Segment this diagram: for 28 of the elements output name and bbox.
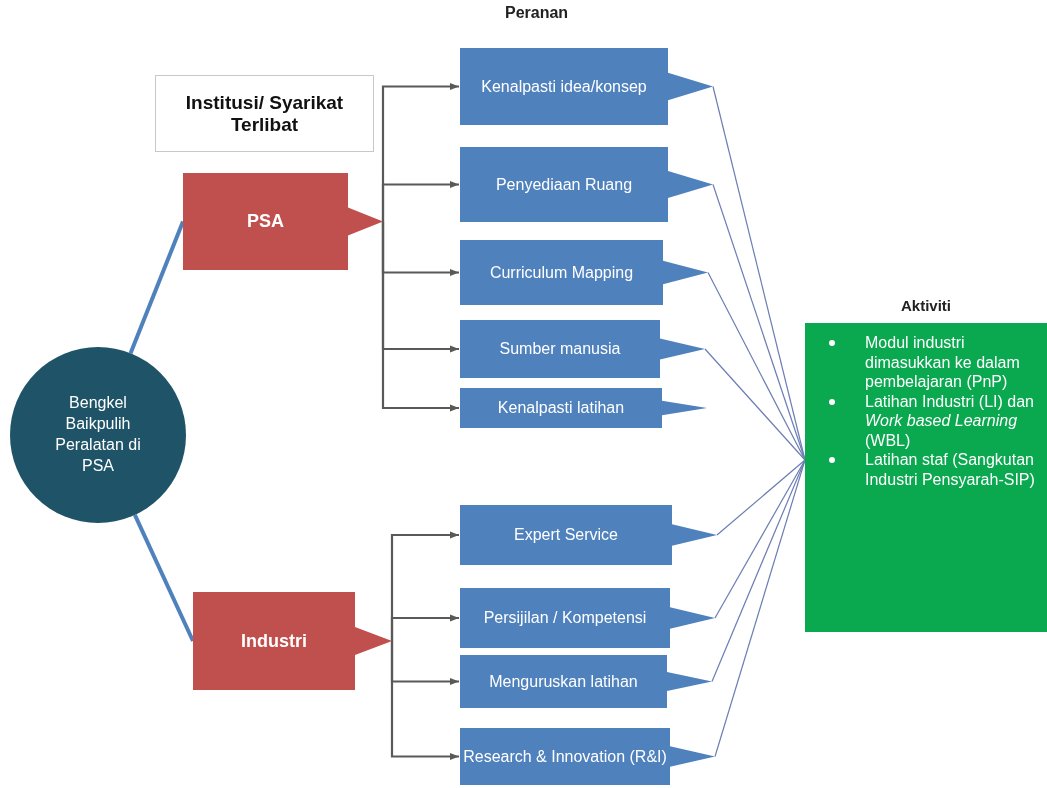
connector-line: [704, 348, 806, 461]
bullet-text: Latihan staf (Sangkutan Industri Pensyarah-SIP): [865, 450, 1036, 490]
bullet-text: Latihan Industri (LI) dan Work based Learning (WBL): [865, 391, 1035, 451]
column-heading: Peranan: [505, 4, 569, 22]
institution-text: Industri: [241, 629, 307, 653]
arrow: [381, 180, 459, 222]
connector-line: [716, 459, 806, 536]
panel-heading: Aktiviti: [901, 296, 951, 316]
heading-box: [155, 75, 374, 152]
connector-line: [133, 514, 195, 642]
connector-line: [714, 459, 806, 619]
role-text: Kenalpasti idea/konsep: [481, 76, 647, 97]
connector-line: [128, 220, 185, 354]
role-text: Research & Innovation (R&I): [463, 746, 667, 767]
arrow: [390, 641, 459, 761]
role-text: Sumber manusia: [499, 339, 621, 360]
role-text: Persijilan / Kompetensi: [483, 608, 647, 629]
role-text: Menguruskan latihan: [489, 671, 638, 692]
institution-text: PSA: [247, 210, 284, 234]
arrow: [390, 614, 459, 641]
role-text: Penyediaan Ruang: [495, 174, 633, 195]
circle-text: Bengkel Baikpulih Peralatan di PSA: [54, 393, 142, 476]
heading-text: Institusi/ Syarikat Terlibat: [184, 91, 345, 136]
arrow: [381, 221, 459, 412]
bullet-text: Modul industri dimasukkan ke dalam pembelajaran (PnP): [865, 333, 1021, 392]
role-text: Curriculum Mapping: [489, 262, 634, 283]
role-text: Expert Service: [513, 525, 618, 546]
role-text: Kenalpasti latihan: [497, 398, 625, 419]
